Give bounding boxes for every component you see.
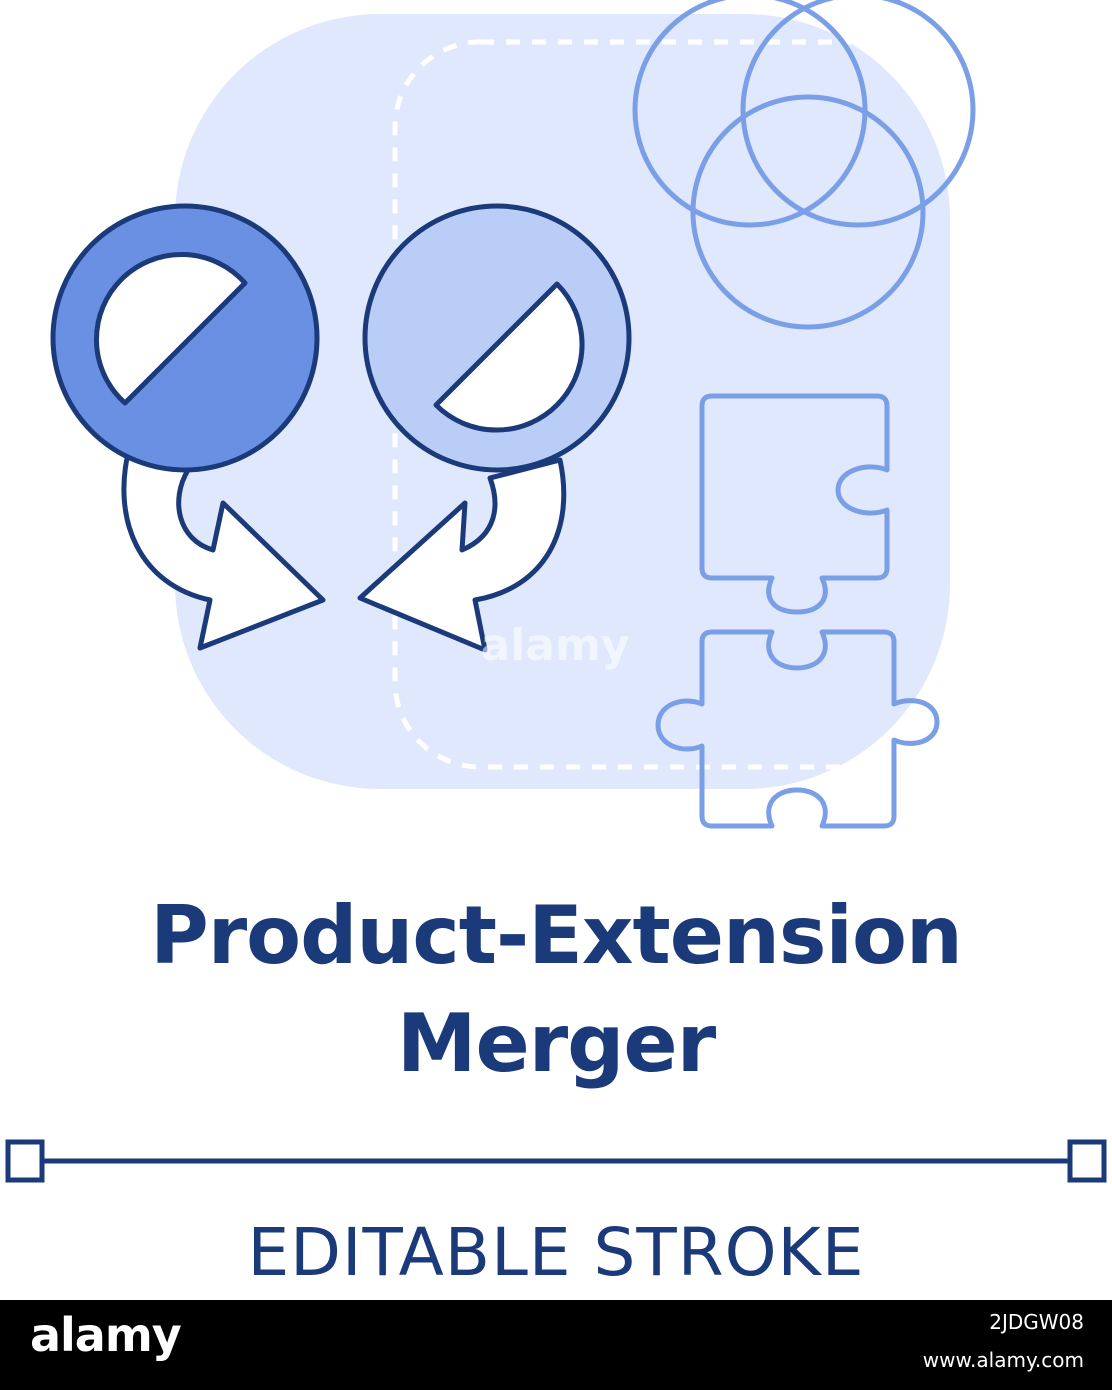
editable-stroke-label: EDITABLE STROKE bbox=[247, 1214, 865, 1291]
footer-url: www.alamy.com bbox=[922, 1348, 1084, 1372]
footer-image-id: 2JDGW08 bbox=[989, 1310, 1084, 1334]
merging-circle-right-icon bbox=[362, 203, 632, 473]
curved-arrow-right-icon bbox=[357, 457, 567, 653]
merging-circle-left-icon bbox=[50, 203, 320, 473]
title-line-1: Product-Extension bbox=[150, 889, 963, 982]
footer-band: alamy 2JDGW08 www.alamy.com bbox=[0, 1300, 1112, 1390]
curved-arrow-left-icon bbox=[121, 442, 326, 651]
puzzle-piece-top bbox=[699, 393, 890, 615]
footer-logo: alamy bbox=[30, 1308, 182, 1362]
editable-stroke-bar bbox=[5, 1139, 1107, 1183]
watermark-text: alamy bbox=[481, 620, 630, 671]
venn-diagram-icon bbox=[632, 0, 976, 330]
product-extension-merger-icon: alamy bbox=[50, 0, 976, 829]
stroke-handle-right bbox=[1067, 1139, 1107, 1183]
stroke-handle-left bbox=[5, 1139, 45, 1183]
title-line-2: Merger bbox=[396, 997, 716, 1090]
puzzle-pieces-icon bbox=[655, 393, 940, 829]
puzzle-piece-bottom bbox=[655, 629, 940, 829]
